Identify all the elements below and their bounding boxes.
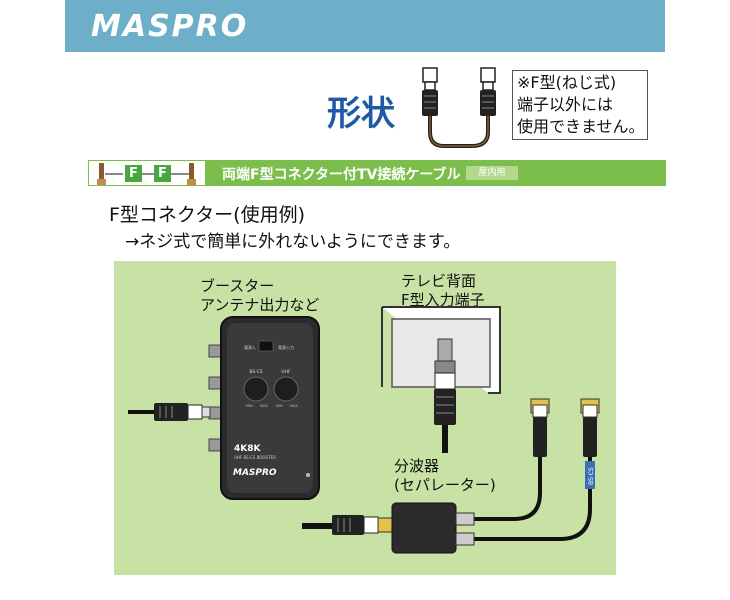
note-line: 端子以外には — [517, 95, 614, 114]
usage-diagram-panel: ブースター アンテナ出力など テレビ背面 F型入力端子 分波器 (セパレーター)… — [114, 261, 616, 575]
tv-label: テレビ背面 F型入力端子 — [401, 272, 485, 309]
bscs-cable-tag: BS·CS — [588, 467, 595, 485]
indoor-badge: 屋内用 — [466, 166, 518, 180]
connector-type-box: F F — [88, 160, 206, 186]
shape-title: 形状 — [327, 94, 395, 134]
note-line: ※F型(ねじ式) — [517, 73, 617, 92]
note-line: 使用できません。 — [517, 117, 645, 136]
example-title: F型コネクター(使用例) — [109, 204, 305, 226]
connection-diagram: 電源入 電源入力 BS·CS UHF MIN MAX MIN MAX 4K8K … — [128, 306, 600, 554]
maspro-logo[interactable]: MASPRO — [91, 9, 249, 44]
switch-left-label: 電源入 — [244, 344, 256, 350]
header-bar: MASPRO — [65, 0, 665, 52]
model-text: UHF BS·CS BOOSTER — [234, 455, 276, 460]
4k8k-badge: 4K8K — [234, 444, 261, 454]
booster-brand: MASPRO — [233, 468, 277, 478]
separator-device — [302, 502, 475, 554]
switch-right-label: 電源入力 — [278, 344, 294, 350]
plug-icon — [187, 163, 196, 185]
svg-text:MIN: MIN — [276, 404, 283, 408]
knob-left-label: BS·CS — [249, 369, 262, 375]
svg-text:MAX: MAX — [290, 404, 298, 408]
max-label: MAX — [260, 404, 268, 408]
product-title: 両端F型コネクター付TV接続ケーブル — [222, 167, 461, 183]
f-icon-right: F — [154, 165, 171, 182]
f-icon-left: F — [125, 165, 142, 182]
cable-illustration — [422, 67, 496, 148]
separator-label: 分波器 (セパレーター) — [394, 457, 496, 494]
booster-label: ブースター アンテナ出力など — [200, 277, 320, 314]
knob-right-label: UHF — [281, 369, 291, 375]
plug-icon — [97, 163, 106, 185]
booster-cable — [128, 403, 211, 421]
example-subtitle: →ネジ式で簡単に外れないようにできます。 — [125, 232, 461, 252]
left-f-connector-icon — [422, 67, 438, 116]
booster-device: 電源入 電源入力 BS·CS UHF MIN MAX MIN MAX 4K8K … — [208, 316, 320, 500]
min-label: MIN — [246, 404, 253, 408]
tv-cable — [434, 372, 456, 453]
product-banner: F F 両端F型コネクター付TV接続ケーブル 屋内用 — [88, 160, 666, 186]
connector-note: ※F型(ねじ式) 端子以外には 使用できません。 — [512, 70, 648, 140]
right-f-connector-icon — [480, 67, 496, 116]
output-cables: BS·CS — [474, 398, 600, 541]
